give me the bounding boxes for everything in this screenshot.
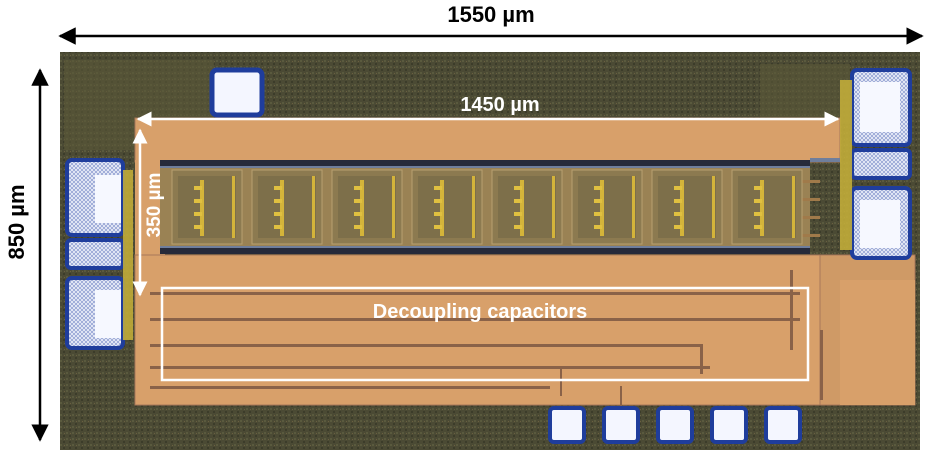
gain-cell [331, 169, 403, 245]
square-pad-icon [656, 406, 694, 444]
dc-bias-pads [548, 406, 802, 444]
substrate-patch-right [760, 64, 850, 124]
height-inner-label: 350 µm [144, 173, 165, 238]
decoupling-label: Decoupling capacitors [373, 301, 588, 323]
gain-cell [171, 169, 243, 245]
bond-pads-left [65, 158, 133, 350]
gain-cell [571, 169, 643, 245]
bond-pads-right [840, 68, 912, 260]
square-pad-icon [548, 406, 586, 444]
square-pad-icon [764, 406, 802, 444]
gain-cell [651, 169, 723, 245]
decoupling-highlight-box [160, 286, 810, 382]
height-total-label: 850 µm [4, 184, 29, 259]
square-pad-icon [850, 148, 912, 180]
gain-cell [251, 169, 323, 245]
square-pad-icon [209, 67, 265, 118]
amplifier-core [160, 158, 840, 254]
square-pad-icon [65, 238, 125, 270]
width-inner-label: 1450 µm [460, 94, 539, 116]
gain-cell [731, 169, 803, 245]
square-pad-icon [710, 406, 748, 444]
square-pad-icon [602, 406, 640, 444]
gain-cell [411, 169, 483, 245]
gain-cells [171, 169, 803, 245]
width-total-label: 1550 µm [447, 2, 534, 27]
gain-cell [491, 169, 563, 245]
